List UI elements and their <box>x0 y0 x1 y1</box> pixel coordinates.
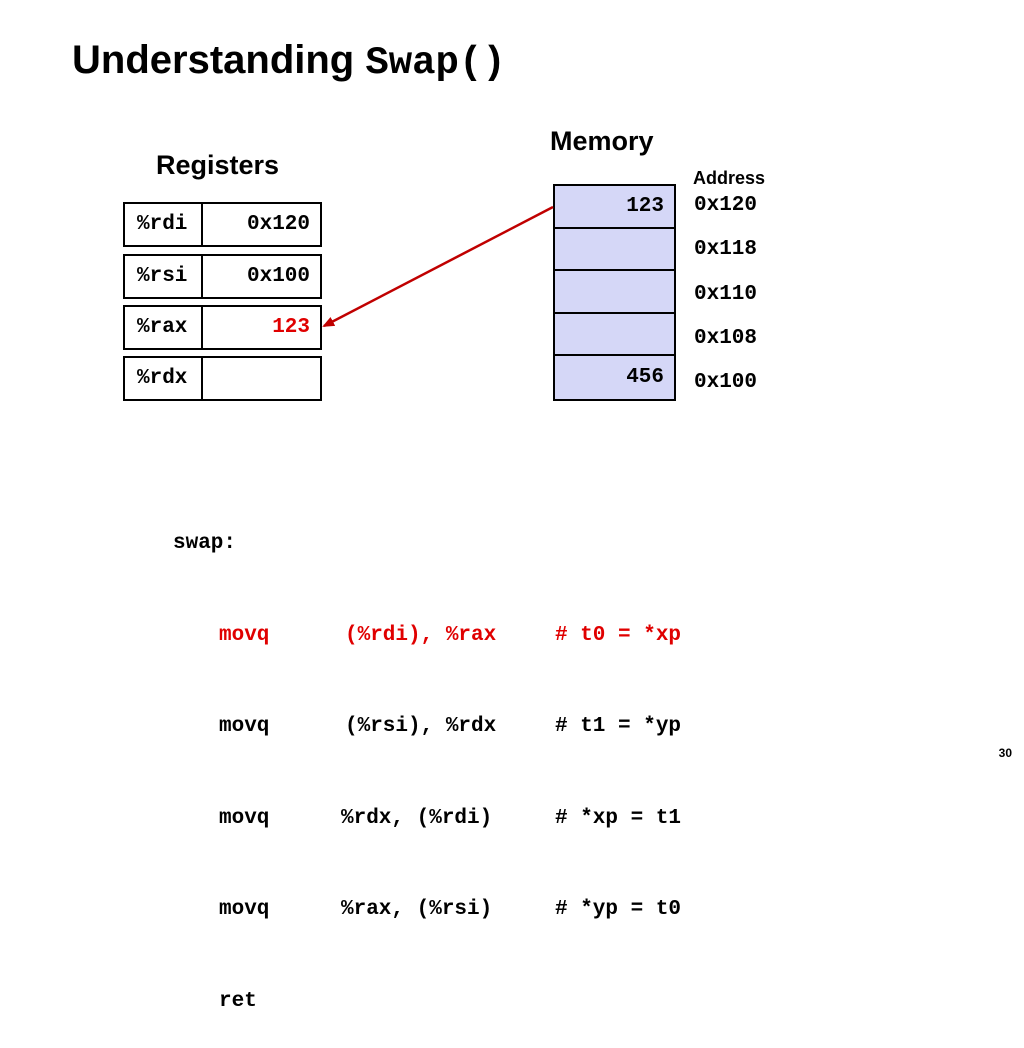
register-rax: %rax 123 <box>123 305 322 350</box>
register-rdi: %rdi 0x120 <box>123 202 322 247</box>
register-name: %rsi <box>125 256 203 297</box>
code-line: ret <box>173 987 681 1018</box>
memory-address: 0x120 <box>694 194 758 217</box>
register-rsi: %rsi 0x100 <box>123 254 322 299</box>
register-name: %rdx <box>125 358 203 399</box>
registers-heading: Registers <box>156 150 280 180</box>
code-args: %rdx, (%rdi) <box>341 806 493 830</box>
code-line: movq (%rsi), %rdx # t1 = *yp <box>173 712 681 743</box>
title-text: Understanding <box>72 38 366 82</box>
register-value: 123 <box>272 316 310 339</box>
memory-cell <box>555 229 674 272</box>
memory-address: 0x118 <box>694 238 758 261</box>
memory-address: 0x100 <box>694 371 758 394</box>
memory-cell: 123 <box>555 186 674 229</box>
address-heading: Address <box>693 168 766 188</box>
title-code: Swap() <box>365 41 506 85</box>
code-args: %rax, (%rsi) <box>341 898 493 921</box>
code-op: movq <box>219 806 270 830</box>
memory-address: 0x110 <box>694 283 758 306</box>
memory-block: 123 456 <box>553 184 676 401</box>
slide-title: Understanding Swap() <box>72 38 506 85</box>
memory-cell <box>555 314 674 357</box>
memory-address: 0x108 <box>694 327 758 350</box>
code-line: movq %rdx, (%rdi) # *xp = t1 <box>173 804 681 835</box>
code-op: movq <box>219 898 270 921</box>
register-name: %rax <box>125 307 203 348</box>
code-label: swap: <box>173 532 237 555</box>
register-value: 0x120 <box>246 213 310 236</box>
code-args: (%rsi), %rdx <box>345 715 497 738</box>
code-op: ret <box>219 989 257 1013</box>
code-comment: # *xp = t1 <box>555 806 682 830</box>
register-name: %rdi <box>125 204 203 245</box>
code-comment: # *yp = t0 <box>555 898 682 921</box>
memory-heading: Memory <box>550 126 654 156</box>
memory-cell <box>555 271 674 314</box>
register-value: 0x100 <box>246 265 310 288</box>
code-op: movq <box>219 715 270 738</box>
code-line: movq (%rdi), %rax # t0 = *xp <box>173 621 681 652</box>
register-rdx: %rdx <box>123 356 322 401</box>
code-comment: # t0 = *xp <box>555 623 682 647</box>
page-number: 30 <box>998 746 1012 760</box>
load-arrow <box>322 205 554 328</box>
memory-cell: 456 <box>626 366 664 390</box>
code-op: movq <box>219 623 270 647</box>
code-line: movq %rax, (%rsi) # *yp = t0 <box>173 895 681 926</box>
assembly-code: swap: movq (%rdi), %rax # t0 = *xp movq (%r… <box>173 468 681 1048</box>
code-comment: # t1 = *yp <box>555 715 682 738</box>
code-args: (%rdi), %rax <box>345 623 497 647</box>
